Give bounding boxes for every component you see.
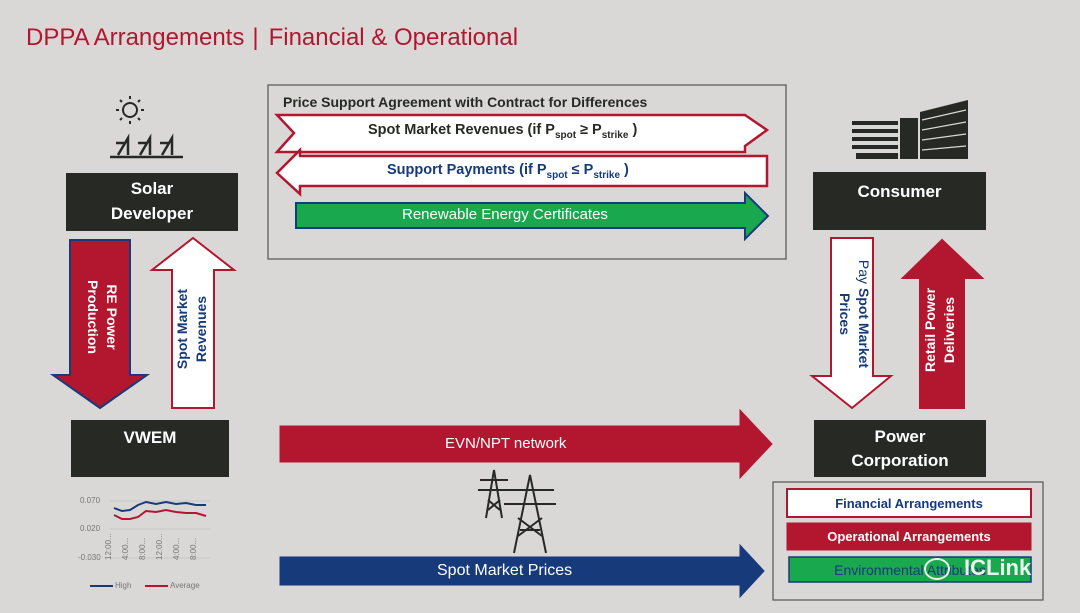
solar-panel-icon [110,133,183,159]
retail-line2: Deliveries [940,296,957,364]
sun-icon [116,96,144,124]
legend-frame [772,481,1044,601]
mini-chart-xtick-2: 4:00... [121,537,130,560]
watermark-logo: ICLink [924,555,1031,581]
re-power-arrow [49,239,151,410]
mini-chart-legend-average: Average [170,581,200,590]
spot-prices-label: Spot Market Prices [437,562,573,579]
pay-spot-arrow [809,237,894,410]
spot-revenue-arrow [274,113,770,154]
power-corp-line1: Power [874,426,926,446]
legend-environmental-swatch [788,556,1032,583]
mini-chart-xtick-1: 12:00... [104,533,113,560]
legend-operational-swatch [786,522,1032,551]
mini-chart-ytick-1: 0.070 [80,496,101,505]
mini-chart-average-line [113,508,207,520]
solar-developer-line1: Solar [130,179,174,199]
transmission-tower-icon [478,469,556,554]
psa-row1-sub1: spot [554,129,577,141]
mini-chart-ytick-2: 0.020 [80,524,101,533]
consumer-label: Consumer [857,182,942,201]
vwem-label: VWEM [123,428,177,447]
support-payment-arrow [275,146,769,197]
building-window-lines [921,109,967,151]
pay-spot-line1a: Pay [856,259,872,288]
title-main: DPPA Arrangements [26,24,245,51]
re-power-line2: Production [85,280,102,354]
wechat-icon [924,558,950,581]
psa-row1-end: ) [628,122,638,138]
psa-row2-sub2: strike [593,169,621,181]
mini-chart [90,500,210,587]
title-sub: Financial & Operational [268,24,519,51]
mini-chart-legend-high: High [115,581,132,590]
psa-row2-text: Support Payments (if P [387,162,547,178]
legend-operational: Operational Arrangements [827,529,991,544]
building-icon [852,100,968,159]
re-power-line1: RE Power [104,284,120,350]
spot-revenue-v-line1: Spot Market [174,288,190,370]
psa-row1-label: Spot Market Revenues (if Pspot ≥ Pstrike… [368,122,637,141]
title-separator: | [252,24,259,51]
page-title: DPPA Arrangements | Financial & Operationa… [26,24,518,52]
network-label: EVN/NPT network [445,435,567,452]
legend-financial-swatch [786,488,1032,518]
mini-chart-xtick-6: 8:00... [189,537,198,560]
psa-row1-op: ≥ P [576,122,602,138]
spot-revenue-v-line2: Revenues [192,295,209,363]
solar-developer-line2: Developer [110,204,194,223]
rec-arrow [295,190,770,242]
psa-row1-sub2: strike [601,129,629,141]
mini-chart-xtick-5: 4:00... [172,537,181,560]
psa-heading: Price Support Agreement with Contract fo… [283,94,648,110]
power-corp-line2: Corporation [851,450,949,470]
spot-revenue-up-arrow [149,236,237,409]
vwem-box: VWEM [71,420,229,477]
mini-chart-high-line [113,500,206,513]
mini-chart-ytick-3: -0.030 [78,553,101,562]
psa-row3-label: Renewable Energy Certificates [402,206,608,223]
psa-row2-op: ≤ P [567,162,594,178]
mini-chart-xtick-3: 8:00... [138,537,147,560]
pay-spot-line1b: Spot Market [856,287,872,369]
psa-row2-label: Support Payments (if Pspot ≤ Pstrike ) [387,162,629,181]
psa-frame [267,84,787,260]
retail-arrow [900,238,985,409]
psa-row2-sub1: spot [546,169,568,181]
pay-spot-line2: Prices [837,292,854,336]
psa-row1-text: Spot Market Revenues (if P [368,122,555,138]
mini-chart-xtick-4: 12:00... [155,533,164,560]
consumer-box: Consumer [813,172,986,230]
legend-financial: Financial Arrangements [835,495,983,511]
watermark-text: ICLink [964,555,1032,580]
psa-row2-end: ) [620,162,629,178]
network-arrow [279,408,773,480]
retail-line1: Retail Power [922,287,938,373]
spot-prices-arrow [279,543,765,599]
